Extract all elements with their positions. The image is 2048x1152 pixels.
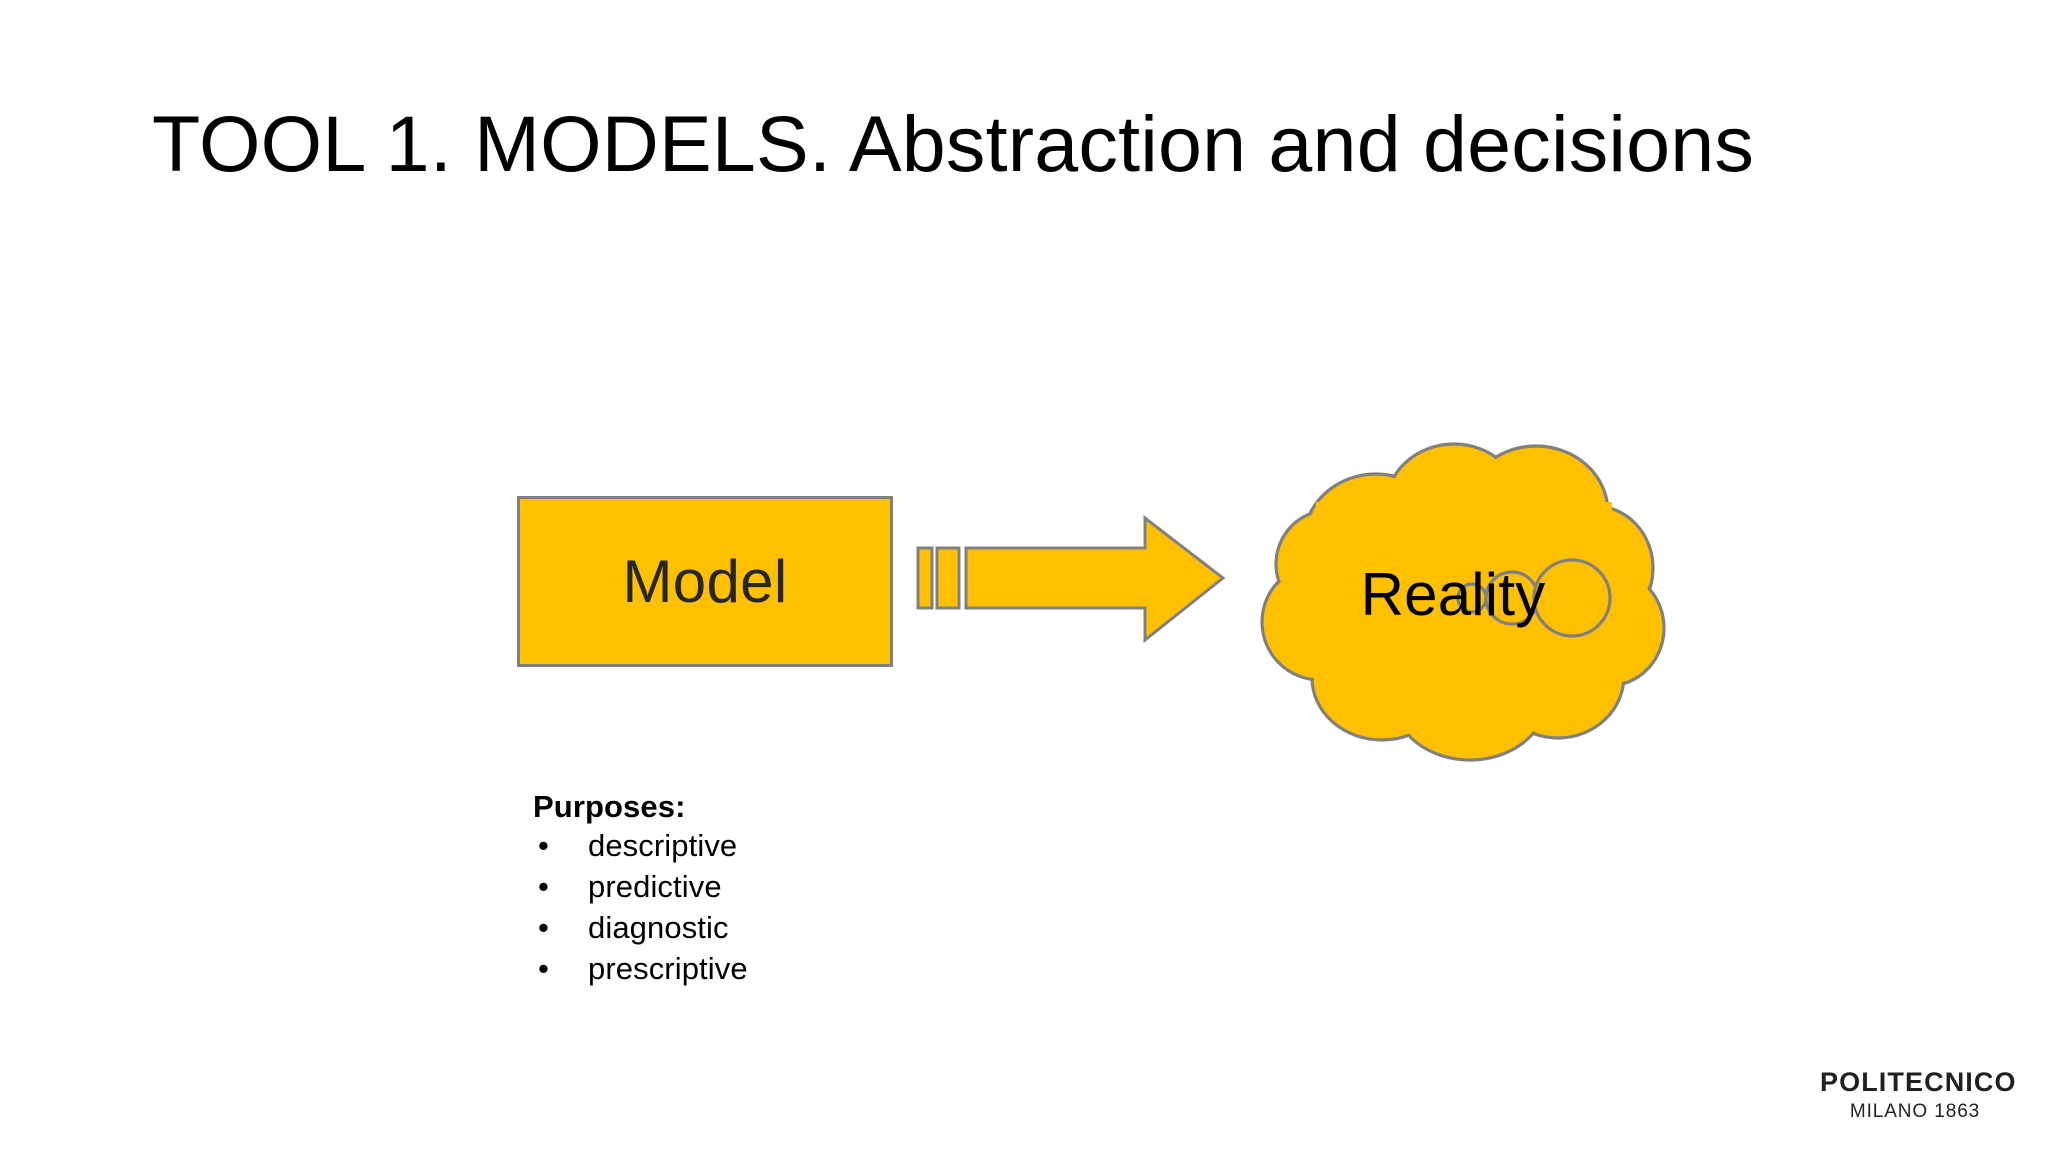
list-item-label: predictive: [588, 869, 722, 905]
list-item-label: descriptive: [588, 828, 738, 864]
model-shape-label: Model: [622, 547, 788, 615]
purposes-list: • descriptive • predictive • diagnostic …: [533, 830, 1053, 984]
arrow-stripe-narrow: [916, 546, 934, 610]
arrow-body: [964, 514, 1226, 644]
purposes-heading: Purposes:: [533, 789, 686, 824]
list-item: • descriptive: [533, 830, 1053, 861]
striped-right-arrow-icon: [905, 505, 1245, 655]
thought-bubble-trail: [1456, 558, 1612, 638]
list-item-label: prescriptive: [588, 951, 748, 987]
logo-secondary-text: MILANO 1863: [1849, 1100, 1981, 1122]
thought-bubble-medium: [1484, 570, 1540, 626]
list-item: • prescriptive: [533, 953, 1053, 984]
bullet-icon: •: [538, 828, 549, 864]
thought-bubble-small: [1456, 582, 1488, 614]
purposes-block: Purposes: • descriptive • predictive • d…: [533, 790, 1053, 994]
bullet-icon: •: [538, 951, 549, 987]
model-shape[interactable]: Model: [517, 496, 893, 667]
list-item-label: diagnostic: [588, 910, 729, 946]
thought-bubble-large: [1532, 558, 1612, 638]
page-title: TOOL 1. MODELS. Abstraction and decision…: [152, 99, 1755, 188]
list-item: • predictive: [533, 871, 1053, 902]
politecnico-logo: POLITECNICO MILANO 1863: [1820, 1067, 2017, 1123]
bullet-icon: •: [538, 910, 549, 946]
list-item: • diagnostic: [533, 912, 1053, 943]
arrow-stripe-wide: [935, 546, 961, 610]
bullet-icon: •: [538, 869, 549, 905]
reality-cloud-shape[interactable]: [1258, 432, 1668, 762]
logo-primary-text: POLITECNICO: [1820, 1067, 2017, 1097]
